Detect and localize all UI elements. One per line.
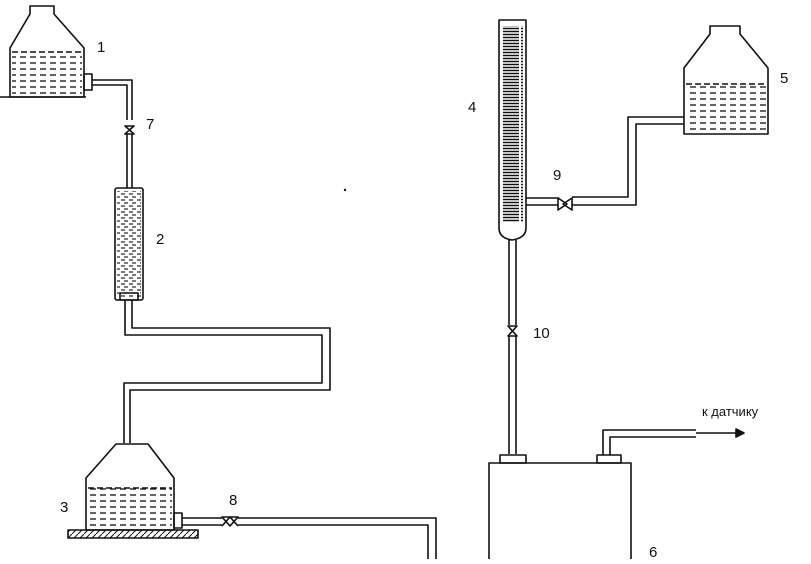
label-7: 7 [146, 116, 154, 133]
label-9: 9 [553, 167, 561, 184]
pipe-5-to-4 [526, 116, 684, 211]
label-1: 1 [97, 39, 105, 56]
sensor-outlet-pipe [602, 428, 745, 455]
column-2 [114, 187, 144, 301]
label-2: 2 [156, 231, 164, 248]
pipe-2-to-3 [123, 300, 331, 443]
stray-dot [343, 188, 347, 192]
vessel-1 [0, 5, 93, 98]
label-4: 4 [468, 99, 476, 116]
sensor-note: к датчику [702, 404, 759, 419]
label-10: 10 [533, 325, 550, 342]
vessel-6 [488, 454, 632, 559]
condenser-4 [498, 19, 527, 241]
pipe-1-to-2 [92, 79, 135, 188]
pipe-4-to-6 [507, 240, 518, 454]
label-8: 8 [229, 492, 237, 509]
pipe-3-outlet [182, 516, 437, 559]
vessel-3 [67, 443, 199, 539]
label-5: 5 [780, 70, 788, 87]
label-6: 6 [649, 544, 657, 559]
label-3: 3 [60, 499, 68, 516]
vessel-5 [683, 25, 769, 135]
